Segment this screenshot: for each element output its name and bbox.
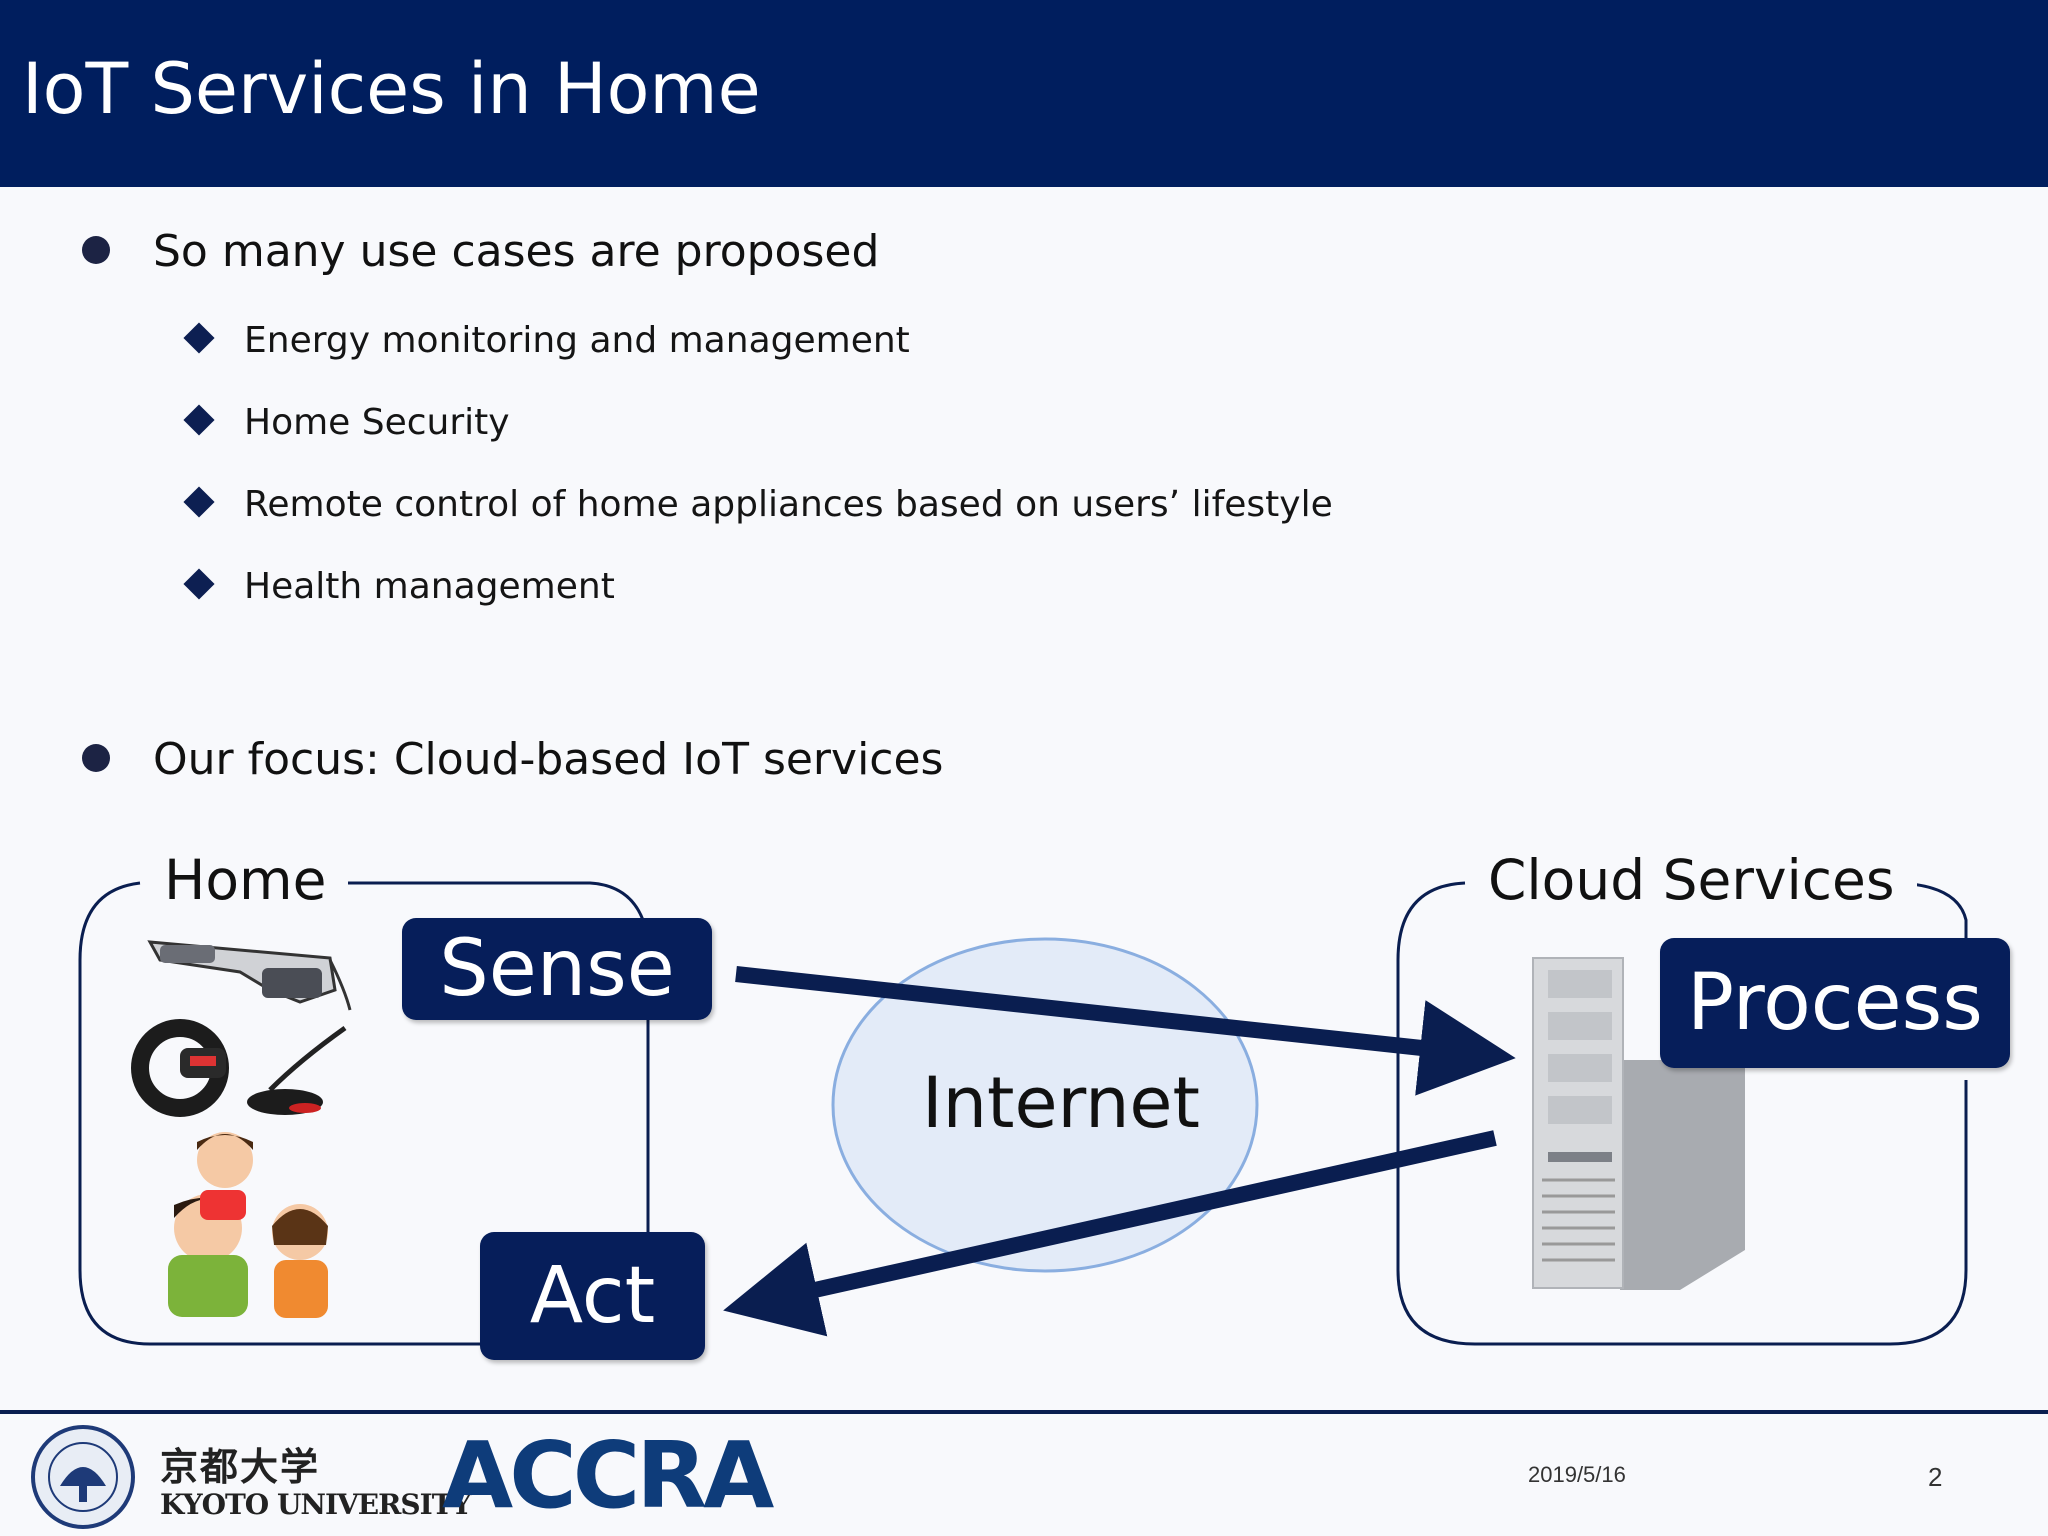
cloud-group-label: Cloud Services (1466, 848, 1917, 912)
sense-box: Sense (402, 918, 712, 1020)
bullet-text: Our focus: Cloud-based IoT services (153, 734, 944, 785)
sub-bullet-text: Energy monitoring and management (244, 320, 910, 361)
accra-logo: ACCRA (442, 1422, 774, 1529)
server-icon (1532, 957, 1745, 1290)
sub-bullet-text: Health management (244, 566, 615, 607)
title-bar (0, 0, 2048, 187)
process-box: Process (1660, 938, 2010, 1068)
fitness-band-icon (131, 1019, 229, 1117)
bullet-text: So many use cases are proposed (153, 226, 880, 277)
university-name-en: KYOTO UNIVERSITY (160, 1488, 472, 1521)
internet-label: Internet (922, 1062, 1200, 1144)
bullet-dot (82, 236, 110, 264)
microphone-icon (247, 1025, 347, 1115)
cloud-to-act-arrow (723, 1130, 1497, 1337)
sense-to-cloud-arrow (735, 966, 1516, 1096)
home-group-label: Home (142, 848, 349, 912)
slide-title: IoT Services in Home (22, 48, 761, 130)
smart-glasses-icon (147, 940, 352, 1011)
footer-divider (0, 1410, 2048, 1414)
university-name-jp: 京都大学 (160, 1444, 321, 1489)
sub-bullet-text: Remote control of home appliances based … (244, 484, 1333, 525)
act-box: Act (480, 1232, 705, 1360)
kyoto-university-seal-icon (31, 1425, 135, 1529)
page-number: 2 (1928, 1462, 1943, 1492)
family-icon (168, 1132, 328, 1318)
sub-bullet-text: Home Security (244, 402, 510, 443)
bullet-dot (82, 744, 110, 772)
footer-date: 2019/5/16 (1528, 1462, 1626, 1487)
